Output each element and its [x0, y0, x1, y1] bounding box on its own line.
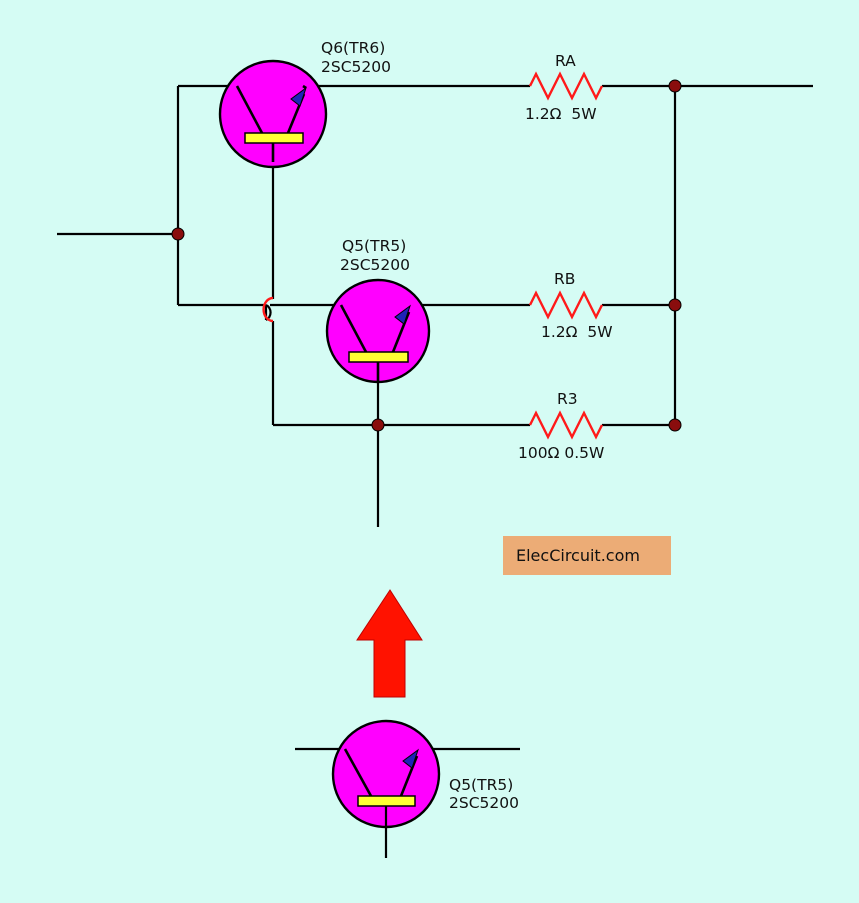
watermark-text: ElecCircuit.com	[516, 546, 640, 565]
emitter-leg	[391, 311, 411, 353]
collector-leg	[343, 748, 373, 797]
transistor-q5: Q5(TR5) 2SC5200	[325, 237, 431, 384]
transistor-q5-standalone-part: 2SC5200	[449, 794, 519, 812]
junction-dot	[171, 227, 185, 241]
emitter-leg	[399, 755, 419, 797]
crossover-hop-icon	[262, 296, 274, 323]
junction-dot	[668, 79, 682, 93]
base-bar	[357, 795, 416, 807]
wires	[57, 84, 813, 527]
junction-dot	[668, 298, 682, 312]
transistor-q5-standalone-name: Q5(TR5)	[449, 776, 513, 794]
resistor-ra: RA 1.2Ω 5W	[525, 52, 604, 123]
resistor-r3: R3 100Ω 0.5W	[518, 390, 604, 462]
transistor-q5-standalone: Q5(TR5) 2SC5200	[295, 719, 520, 858]
junctions	[171, 79, 682, 432]
up-arrow-icon	[356, 589, 423, 698]
resistor-ra-name: RA	[555, 52, 576, 70]
collector-leg	[339, 304, 368, 353]
emitter-arrow-icon	[402, 748, 419, 769]
resistor-ra-value: 1.2Ω 5W	[525, 105, 597, 123]
emitter-arrow-icon	[290, 86, 307, 107]
transistor-q6-name: Q6(TR6)	[321, 39, 385, 57]
resistor-r3-value: 100Ω 0.5W	[518, 444, 604, 462]
transistor-q6: Q6(TR6) 2SC5200	[218, 39, 391, 169]
junction-dot	[371, 418, 385, 432]
resistor-r3-name: R3	[557, 390, 578, 408]
resistor-rb-value: 1.2Ω 5W	[541, 323, 613, 341]
junction-dot	[668, 418, 682, 432]
resistor-rb: RB 1.2Ω 5W	[528, 270, 613, 341]
watermark: ElecCircuit.com	[503, 536, 671, 575]
emitter-arrow-icon	[394, 304, 411, 325]
watermark-box	[503, 536, 671, 575]
resistor-zigzag-icon	[528, 410, 604, 440]
base-bar	[348, 351, 409, 363]
transistor-q5-part: 2SC5200	[340, 256, 410, 274]
transistor-q5-name: Q5(TR5)	[342, 237, 406, 255]
transistor-q6-part: 2SC5200	[321, 58, 391, 76]
resistor-zigzag-icon	[528, 290, 604, 320]
collector-leg	[235, 85, 264, 134]
resistor-rb-name: RB	[554, 270, 575, 288]
resistor-zigzag-icon	[528, 71, 604, 101]
base-bar	[244, 132, 304, 144]
